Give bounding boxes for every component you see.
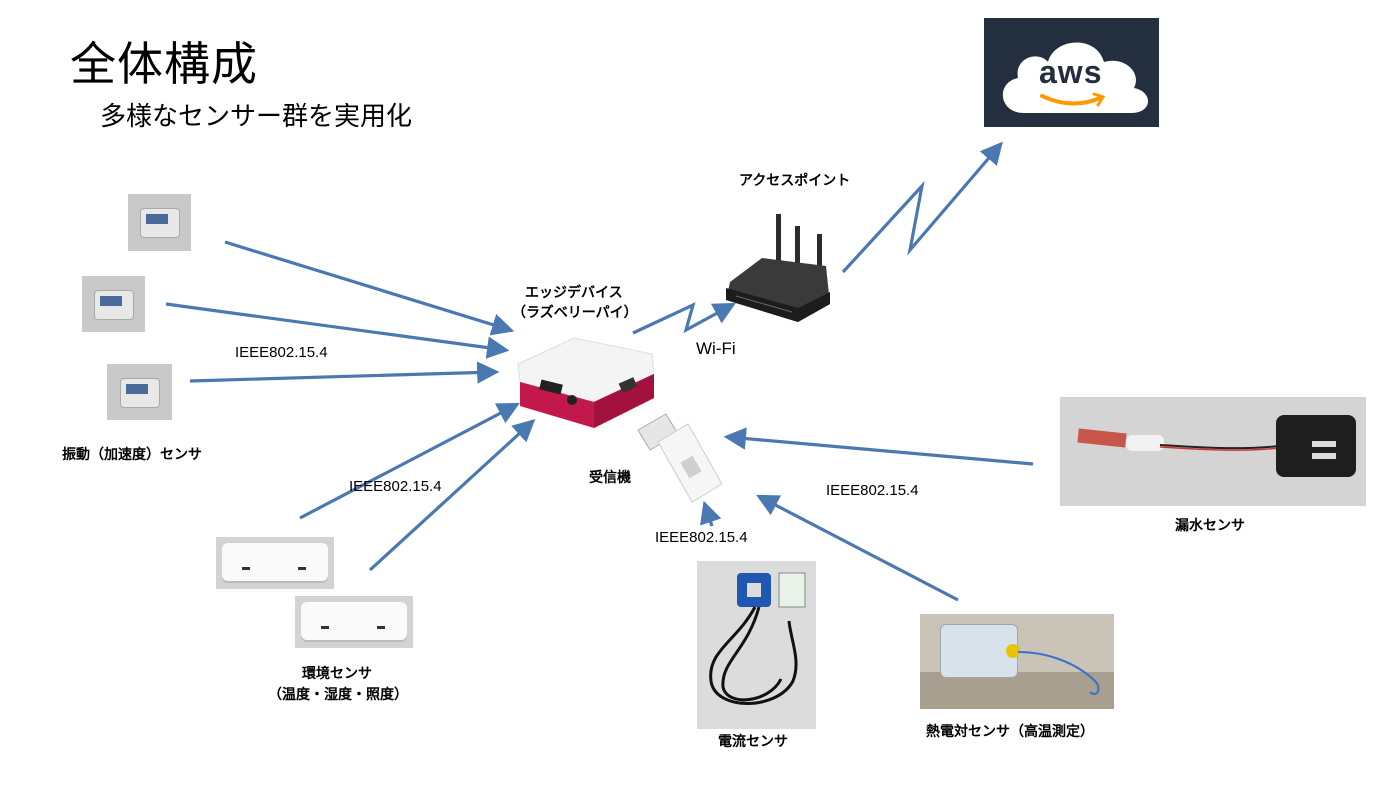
ieee-label-leak: IEEE802.15.4 [826, 482, 919, 499]
current-clamp-icon [709, 572, 806, 705]
arrow-env-2 [368, 418, 536, 572]
cloud-icon [1002, 42, 1149, 113]
aws-smile-icon [1040, 92, 1106, 107]
aws-logo-text: aws [1039, 54, 1103, 90]
env-sensor-label-2: （温度・湿度・照度） [268, 687, 408, 703]
page-title: 全体構成 [70, 37, 258, 91]
leak-sensor-photo [1060, 397, 1366, 506]
ieee-label-env: IEEE802.15.4 [349, 478, 442, 495]
current-sensor-label: 電流センサ [718, 734, 788, 750]
aws-logo-box: aws [984, 18, 1159, 127]
ieee-label-vibration: IEEE802.15.4 [235, 344, 328, 361]
access-point-label: アクセスポイント [739, 173, 851, 189]
arrow-leak [723, 427, 1034, 466]
arrow-wifi [632, 302, 736, 335]
leak-sensor-label: 漏水センサ [1175, 518, 1245, 534]
vibration-sensor-photo-1 [128, 194, 191, 251]
arrow-vibration-2 [165, 302, 510, 359]
arrow-cloud [841, 141, 1003, 274]
receiver-label: 受信機 [589, 470, 631, 486]
thermocouple-sensor-photo [920, 614, 1114, 709]
current-sensor-photo [697, 561, 816, 729]
raspberry-pi-case-icon [517, 337, 655, 428]
arrow-env-1 [299, 402, 520, 520]
thermo-wire-icon [1017, 651, 1100, 696]
arrow-thermo [756, 494, 959, 602]
vibration-sensor-photo-2 [82, 276, 145, 332]
arrow-vibration-1 [224, 240, 515, 336]
usb-receiver-icon [637, 413, 723, 503]
edge-device-label-1: エッジデバイス [525, 285, 623, 301]
edge-device-label-2: （ラズベリーパイ） [512, 305, 638, 321]
env-sensor-photo-2 [295, 596, 413, 648]
arrow-current [700, 500, 722, 527]
wifi-label: Wi-Fi [696, 339, 736, 358]
ieee-label-current: IEEE802.15.4 [655, 529, 748, 546]
vibration-sensor-photo-3 [107, 364, 172, 420]
router-icon [726, 214, 830, 322]
env-sensor-label-1: 環境センサ [302, 666, 372, 682]
page-subtitle: 多様なセンサー群を実用化 [100, 102, 413, 132]
arrow-vibration-3 [189, 361, 500, 384]
vibration-sensor-label: 振動（加速度）センサ [62, 447, 202, 463]
thermocouple-sensor-label: 熱電対センサ（高温測定） [926, 724, 1094, 740]
env-sensor-photo-1 [216, 537, 334, 589]
leak-cable-icon [1160, 444, 1289, 451]
